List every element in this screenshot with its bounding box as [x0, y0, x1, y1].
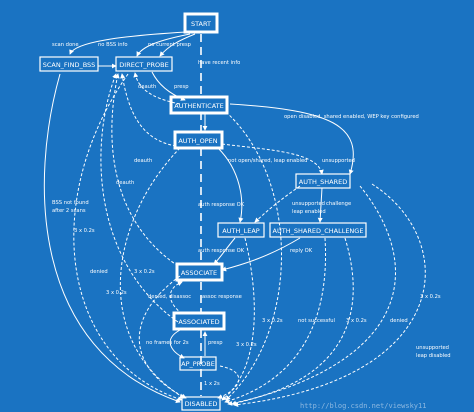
node-auth-shared-label: AUTH_SHARED: [299, 178, 347, 186]
edge-authopen-authleap: [217, 147, 244, 223]
node-auth-shared: AUTH_SHARED: [295, 173, 351, 189]
edge-associate-disabled-1: [139, 275, 187, 399]
edge-authenticate-disabled: [225, 111, 282, 401]
edge-start-directprobe-2: [159, 33, 196, 57]
label-x3-5: 3 x 0.2s: [346, 318, 367, 324]
label-denied-1: denied: [90, 269, 108, 275]
edge-challenge-disabled-2: [227, 237, 354, 406]
label-unsupported-leap-enabled-1: unsupported: [292, 201, 325, 207]
label-auth-response-ok-1: auth response OK: [198, 202, 245, 208]
label-x3-3: 3 x 0.2s: [106, 290, 127, 296]
edge-authshared-disabled-2: [233, 183, 426, 408]
label-no-bss-info: no BSS info: [98, 42, 128, 48]
label-deauth-2: deauth: [134, 158, 152, 164]
node-authenticate-label: AUTHENTICATE: [174, 102, 223, 110]
node-direct-probe-label: DIRECT_PROBE: [119, 61, 168, 69]
edge-authenticate-authshared-wep: [229, 103, 354, 175]
label-x1-2s: 1 x 2s: [204, 381, 220, 387]
label-x3-4: 3 x 0.2s: [262, 318, 283, 324]
node-associate-label: ASSOCIATE: [181, 269, 217, 277]
watermark-text: http://blog.csdn.net/viewsky11: [300, 402, 426, 410]
label-auth-response-ok-2: auth response OK: [198, 248, 245, 254]
edge-deauth-left-2: [111, 73, 179, 267]
edge-authleap-associate: [213, 237, 236, 265]
label-unsupported-leap-disabled-1: unsupported: [416, 345, 449, 351]
label-denied-2: denied: [390, 318, 408, 324]
node-authenticate: AUTHENTICATE: [169, 95, 229, 115]
label-assoc-response: assoc response: [202, 294, 242, 300]
label-not-open-shared: not open/shared, leap enabled: [228, 158, 307, 164]
node-auth-shared-challenge-label: AUTH_SHARED_CHALLENGE: [273, 227, 364, 235]
edge-directprobe-disabled: [73, 73, 183, 402]
label-deauth-3: deauth: [116, 180, 134, 186]
edge-authopen-disabled: [119, 147, 185, 399]
edge-start-scan: [69, 31, 187, 55]
node-disabled-label: DISABLED: [185, 400, 218, 408]
edge-associated-approbe: [169, 329, 185, 359]
label-x3-7: 3 x 0.2s: [236, 342, 257, 348]
edge-challenge-disabled-1: [224, 237, 327, 404]
label-x3-2: 3 x 0.2s: [134, 269, 155, 275]
label-no-frames: no frames for 2s: [146, 340, 189, 346]
node-start: START: [183, 12, 219, 34]
edge-deauth-left-1: [120, 73, 177, 147]
label-no-current-presp: no current presp: [148, 42, 192, 48]
label-presp-2: presp: [208, 340, 223, 346]
edge-challenge-associate: [221, 237, 301, 272]
label-unsupported-leap-disabled-2: leap disabled: [416, 353, 451, 359]
node-disabled: DISABLED: [181, 396, 221, 411]
edge-start-directprobe-1: [136, 33, 191, 57]
node-auth-leap: AUTH_LEAP: [217, 222, 265, 238]
edge-authopen-authshared: [221, 143, 324, 175]
node-direct-probe: DIRECT_PROBE: [115, 56, 173, 72]
edge-deauth-left-3: [100, 73, 179, 323]
edge-associated-associate: [169, 281, 183, 315]
label-have-recent-info: have recent info: [198, 60, 240, 66]
edge-scan-disabled: [43, 73, 181, 403]
label-presp: presp: [174, 84, 189, 90]
label-reply-ok: reply OK: [290, 248, 313, 254]
edge-authenticate-directprobe: [133, 72, 181, 105]
node-scan-find-bss: SCAN_FIND_BSS: [39, 56, 99, 72]
node-auth-shared-challenge: AUTH_SHARED_CHALLENGE: [269, 222, 367, 238]
label-not-successful: not successful: [298, 318, 335, 324]
node-ap-probe-label: AP_PROBE: [181, 360, 215, 368]
edge-authleap-disabled: [221, 237, 255, 401]
label-x3-1: 3 x 0.2s: [74, 228, 95, 234]
label-open-disabled: open disabled, shared enabled, WEP key c…: [284, 114, 419, 120]
label-bss-not-found-1: BSS not found: [52, 200, 89, 206]
label-unsupported-1: unsupported: [322, 158, 355, 164]
edge-authshared-disabled-1: [231, 185, 396, 406]
node-scan-find-bss-label: SCAN_FIND_BSS: [43, 61, 96, 69]
label-denied-disassoc: denied, disassoc: [148, 294, 191, 300]
label-scan-done: scan done: [52, 42, 79, 48]
node-ap-probe: AP_PROBE: [179, 356, 217, 371]
node-start-label: START: [191, 20, 211, 28]
label-unsupported-leap-enabled-2: leap enabled: [292, 209, 326, 215]
node-auth-leap-label: AUTH_LEAP: [222, 227, 259, 235]
node-auth-open-label: AUTH_OPEN: [178, 137, 217, 145]
node-associated: ASSOCIATED: [172, 311, 226, 331]
label-x3-6: 3 x 0.2s: [420, 294, 441, 300]
label-challenge: challenge: [326, 201, 351, 207]
edge-authshared-challenge: [317, 187, 323, 223]
node-associate: ASSOCIATE: [175, 262, 224, 282]
node-associated-label: ASSOCIATED: [178, 318, 219, 326]
label-bss-not-found-2: after 2 scans: [52, 208, 86, 214]
label-deauth-1: deauth: [138, 84, 156, 90]
node-auth-open: AUTH_OPEN: [173, 130, 224, 150]
edge-authshared-authleap: [254, 185, 301, 223]
edge-approbe-disabled: [217, 365, 240, 399]
edge-directprobe-authenticate: [151, 71, 186, 101]
